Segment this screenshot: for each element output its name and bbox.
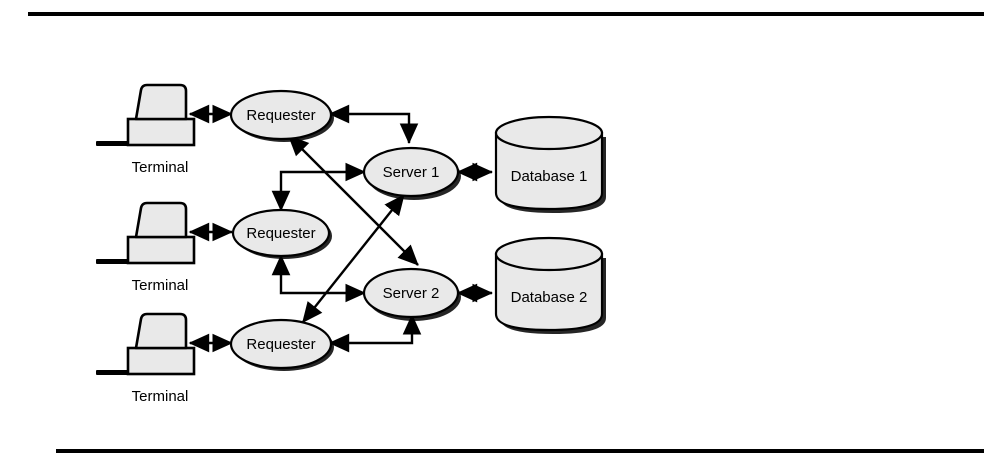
- requester-3-label: Requester: [246, 336, 315, 353]
- database-1[interactable]: Database 1: [494, 115, 606, 213]
- server-1-label: Server 1: [383, 164, 440, 181]
- terminal-screen-icon: [134, 312, 188, 350]
- database-1-label: Database 1: [511, 168, 588, 185]
- server-1-ellipse: [362, 146, 460, 198]
- terminal-1-caption: Terminal: [132, 159, 189, 176]
- connector-layer: [188, 104, 493, 353]
- terminal-2-caption: Terminal: [132, 277, 189, 294]
- connector-requester3-server2: [328, 314, 422, 353]
- database-2[interactable]: Database 2: [494, 236, 606, 334]
- connector-requester3-server1: [302, 194, 405, 324]
- terminal-2[interactable]: Terminal: [96, 201, 196, 294]
- requester-3[interactable]: Requester: [229, 318, 334, 371]
- terminal-3-caption: Terminal: [132, 388, 189, 405]
- terminal-cable-icon: [96, 141, 136, 146]
- requester-2[interactable]: Requester: [231, 208, 332, 259]
- terminal-base-icon: [126, 346, 196, 376]
- database-2-top-ellipse: [494, 236, 604, 272]
- requester-1[interactable]: Requester: [229, 89, 334, 142]
- requester-3-ellipse: [229, 318, 333, 370]
- terminal-cable-icon: [96, 259, 136, 264]
- terminal-3[interactable]: Terminal: [96, 312, 196, 405]
- terminal-1[interactable]: Terminal: [96, 83, 196, 176]
- database-1-body: [494, 131, 604, 211]
- terminal-base-icon: [126, 235, 196, 265]
- server-1[interactable]: Server 1: [362, 146, 461, 200]
- database-2-label: Database 2: [511, 289, 588, 306]
- database-1-top-ellipse: [494, 115, 604, 151]
- server-2-label: Server 2: [383, 285, 440, 302]
- requester-1-ellipse: [229, 89, 333, 141]
- terminal-cable-icon: [96, 370, 136, 375]
- requester-2-label: Requester: [246, 225, 315, 242]
- server-2-ellipse: [362, 267, 460, 319]
- terminal-screen-icon: [134, 83, 188, 121]
- server-2[interactable]: Server 2: [362, 267, 461, 321]
- database-2-body: [494, 252, 604, 332]
- connector-requester2-server1: [271, 162, 366, 212]
- terminal-screen-icon: [134, 201, 188, 239]
- connector-requester1-server1: [328, 104, 419, 144]
- terminal-base-icon: [126, 117, 196, 147]
- requester-1-label: Requester: [246, 107, 315, 124]
- requester-2-ellipse: [231, 208, 331, 258]
